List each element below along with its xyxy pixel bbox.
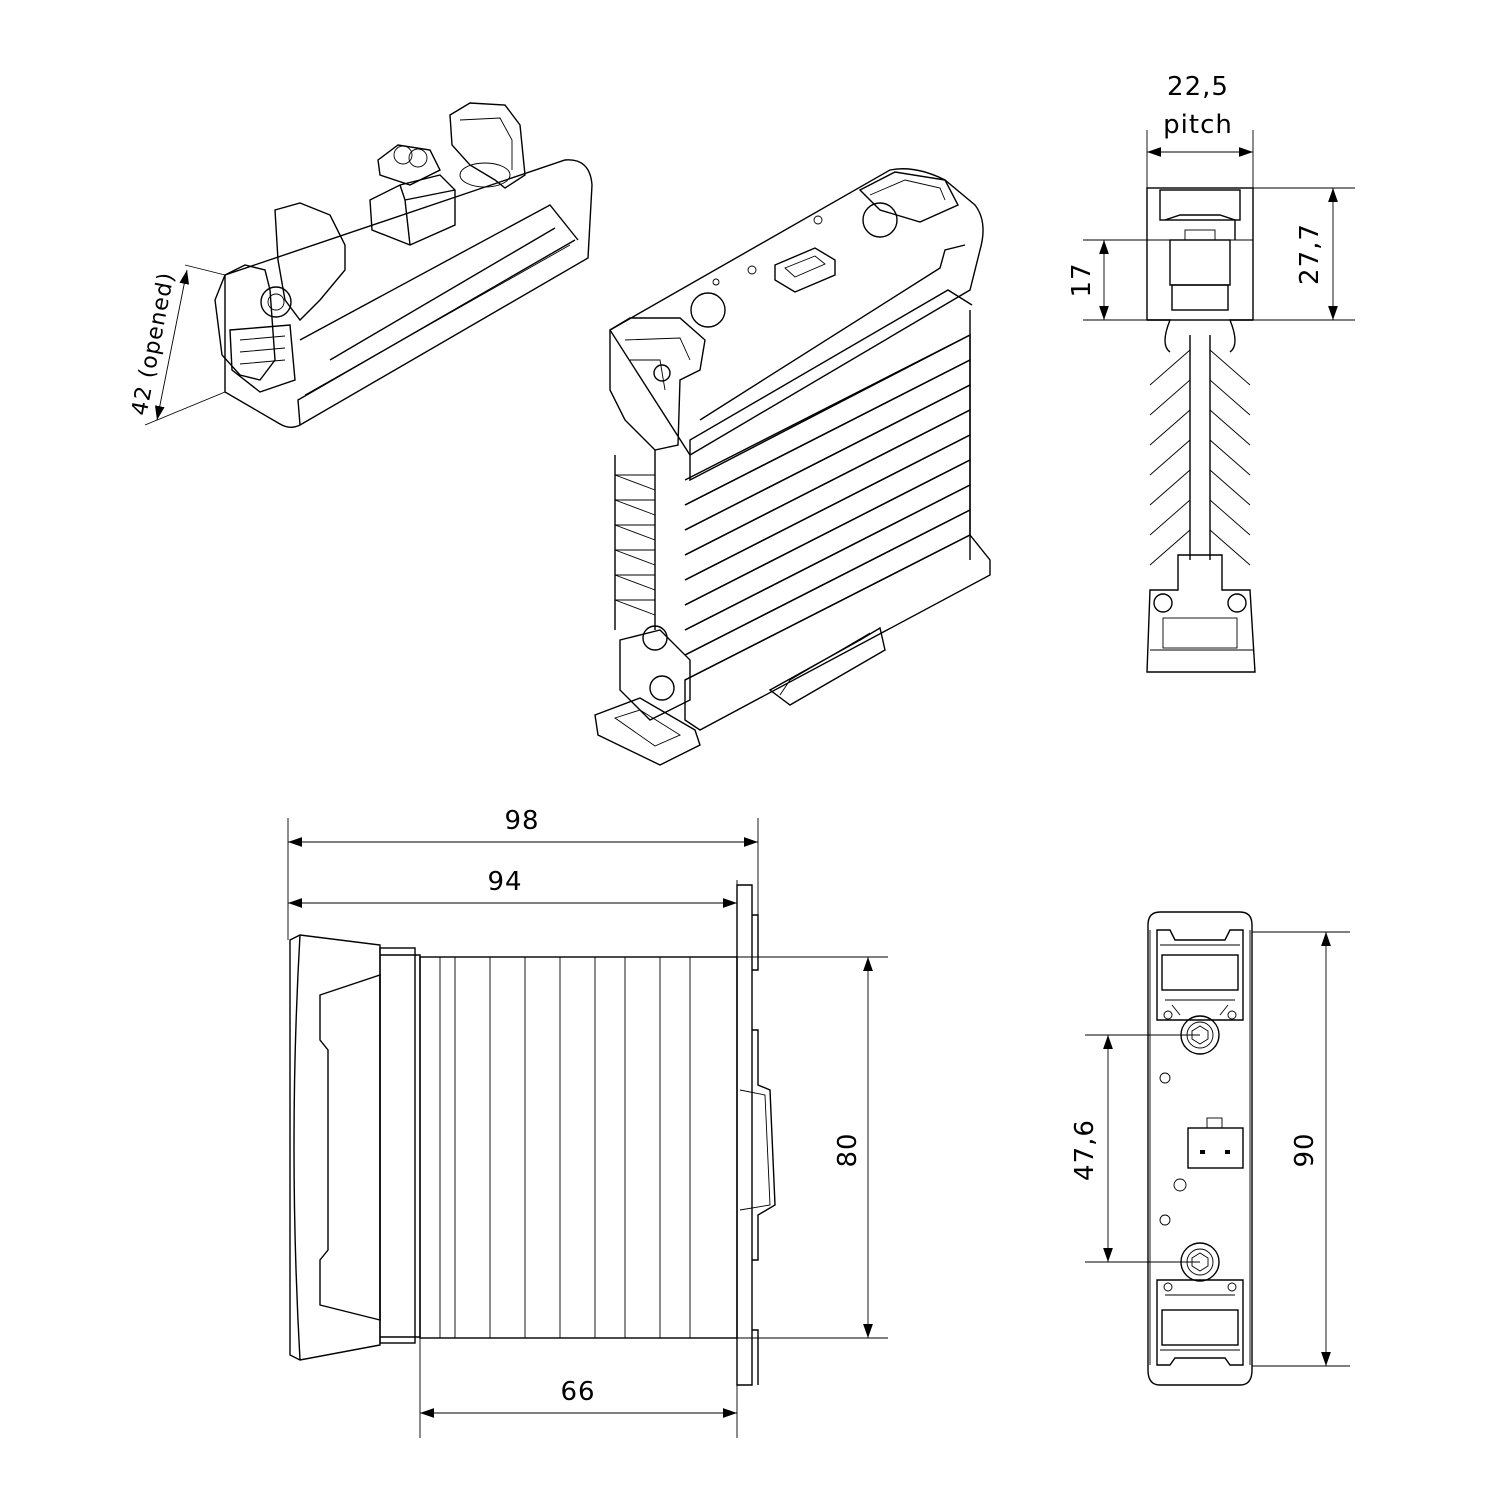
heatsink-side-fins bbox=[614, 450, 656, 630]
dim-pitch-label: pitch bbox=[1163, 110, 1233, 140]
dim-47-6-label: 47,6 bbox=[1070, 1119, 1100, 1181]
end-view-fins bbox=[1147, 319, 1253, 566]
dim-66: 66 bbox=[419, 1338, 738, 1438]
dim-80: 80 bbox=[737, 956, 888, 1339]
dim-27-7: 27,7 bbox=[1253, 187, 1355, 321]
side-view-fin-lines bbox=[439, 957, 691, 1338]
dim-22-5-label: 22,5 bbox=[1167, 72, 1229, 102]
end-view bbox=[1146, 187, 1256, 673]
dim-94-label: 94 bbox=[487, 867, 522, 897]
dim-17-label: 17 bbox=[1067, 262, 1097, 297]
front-view bbox=[1147, 911, 1253, 1386]
dim-22-5-pitch: 22,5 pitch bbox=[1146, 72, 1254, 188]
side-view bbox=[289, 884, 776, 1386]
heatsink-fins bbox=[684, 310, 971, 681]
isometric-view-heatsink bbox=[594, 168, 991, 766]
dim-90-label: 90 bbox=[1290, 1132, 1320, 1167]
dim-90: 90 bbox=[1252, 931, 1350, 1367]
isometric-view-opened bbox=[214, 102, 593, 428]
dim-42-opened: 42 (opened) bbox=[127, 264, 226, 426]
dim-47-6: 47,6 bbox=[1070, 1034, 1200, 1263]
dim-98-label: 98 bbox=[504, 806, 539, 836]
dim-66-label: 66 bbox=[560, 1377, 595, 1407]
dim-98: 98 bbox=[287, 806, 759, 940]
dim-27-7-label: 27,7 bbox=[1295, 223, 1325, 285]
dim-17: 17 bbox=[1067, 239, 1253, 321]
dim-94: 94 bbox=[288, 867, 738, 957]
dim-80-label: 80 bbox=[833, 1132, 863, 1167]
